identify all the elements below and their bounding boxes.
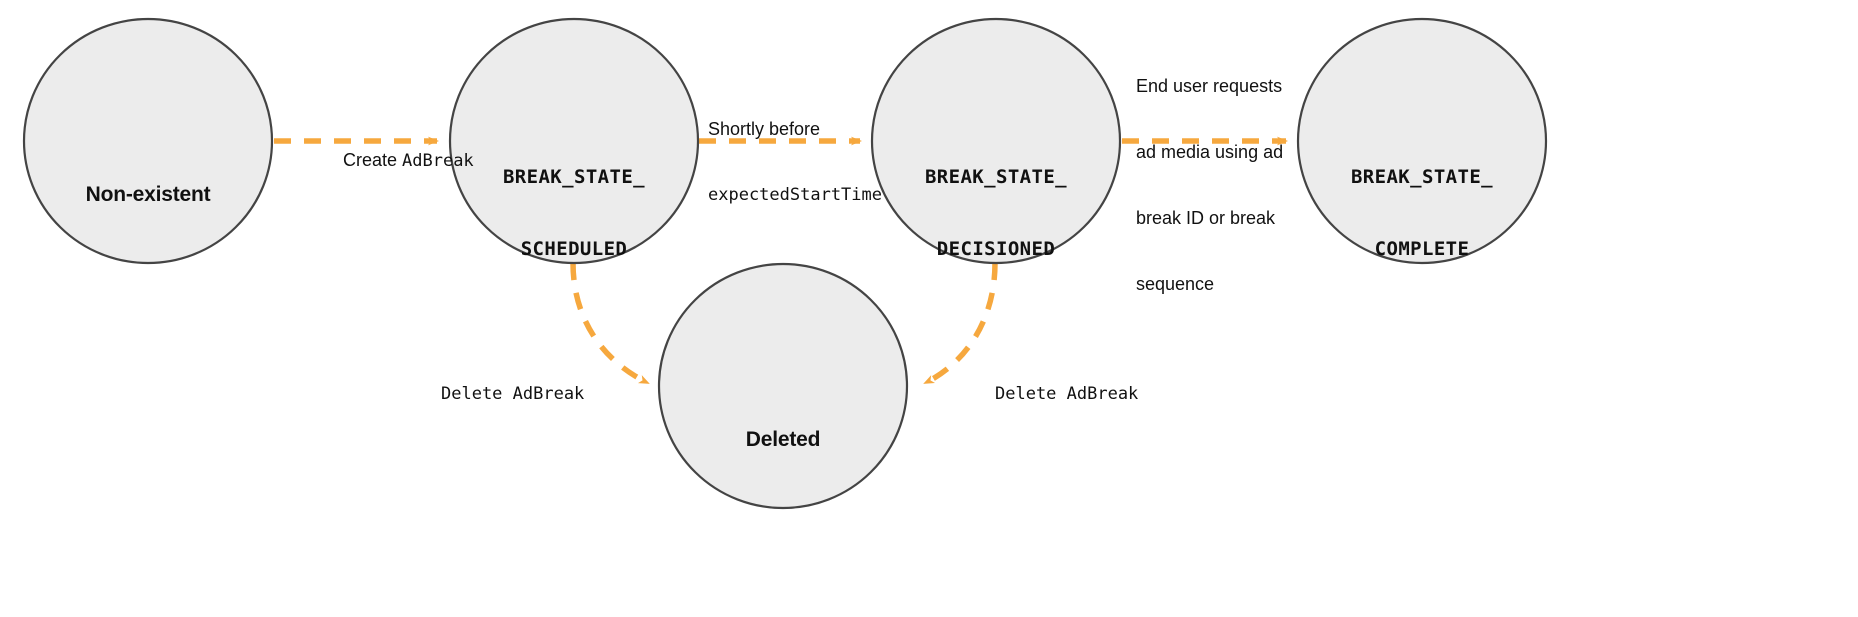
node-break-state-complete[interactable] [1296, 17, 1548, 265]
nodes-group [22, 17, 1548, 510]
edge-delete-adbreak-from-decisioned [923, 262, 998, 386]
edges-group [274, 136, 1288, 386]
node-break-state-decisioned[interactable] [870, 17, 1122, 265]
node-non-existent[interactable] [22, 17, 274, 265]
node-break-state-scheduled[interactable] [448, 17, 700, 265]
edge-delete-adbreak-from-scheduled [570, 262, 650, 386]
node-deleted[interactable] [657, 262, 909, 510]
